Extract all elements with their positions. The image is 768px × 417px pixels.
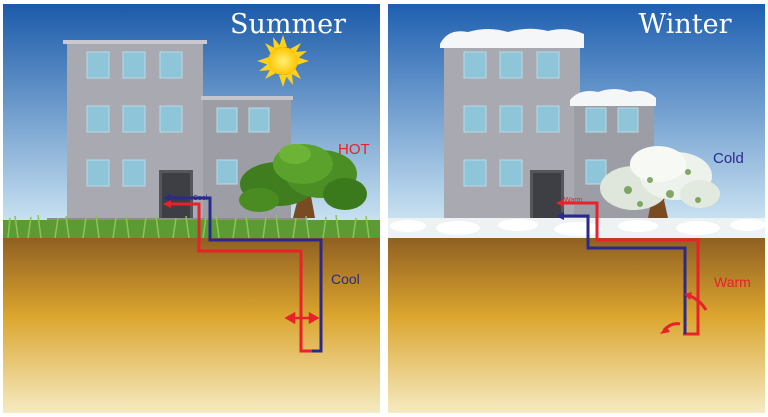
season-title: Summer	[230, 9, 346, 40]
winter-panel: Winter Cold Warm Warm	[388, 4, 765, 413]
snow-covered-tree	[600, 146, 720, 218]
heat-exchange-arrows-icon	[284, 311, 320, 325]
arrow-left-icon	[556, 199, 564, 207]
ground-temp-label: Cool	[331, 271, 360, 287]
season-title: Winter	[638, 9, 731, 40]
summer-scene: Summer HOT Cool Cool	[3, 4, 380, 413]
house-temp-label: Warm	[564, 197, 583, 204]
arrow-left-icon	[163, 200, 171, 208]
snow-cap-icon	[440, 28, 656, 106]
apartment-building	[444, 44, 654, 220]
summer-panel: Summer HOT Cool Cool	[3, 4, 380, 413]
ground-soil	[3, 236, 380, 413]
air-temp-label: Cold	[713, 150, 744, 167]
hot-pipe	[167, 202, 312, 353]
cool-pipe	[167, 196, 323, 353]
grass-blades	[7, 214, 370, 239]
hot-pipe	[560, 201, 700, 336]
geothermal-loop	[167, 196, 323, 353]
arrow-left-icon	[163, 194, 171, 202]
winter-scene: Winter Cold Warm Warm	[388, 4, 765, 413]
ground-temp-label: Warm	[714, 274, 751, 290]
tree	[239, 144, 367, 218]
geothermal-loop	[560, 201, 700, 336]
sun-icon	[257, 35, 309, 87]
snow-texture	[390, 219, 765, 236]
heat-flow-arrowheads	[660, 292, 692, 334]
house-temp-label: Cool	[193, 195, 208, 202]
arrow-left-icon	[556, 212, 564, 220]
air-temp-label: HOT	[338, 141, 370, 158]
ground-soil	[388, 236, 765, 413]
cool-pipe	[560, 214, 687, 334]
